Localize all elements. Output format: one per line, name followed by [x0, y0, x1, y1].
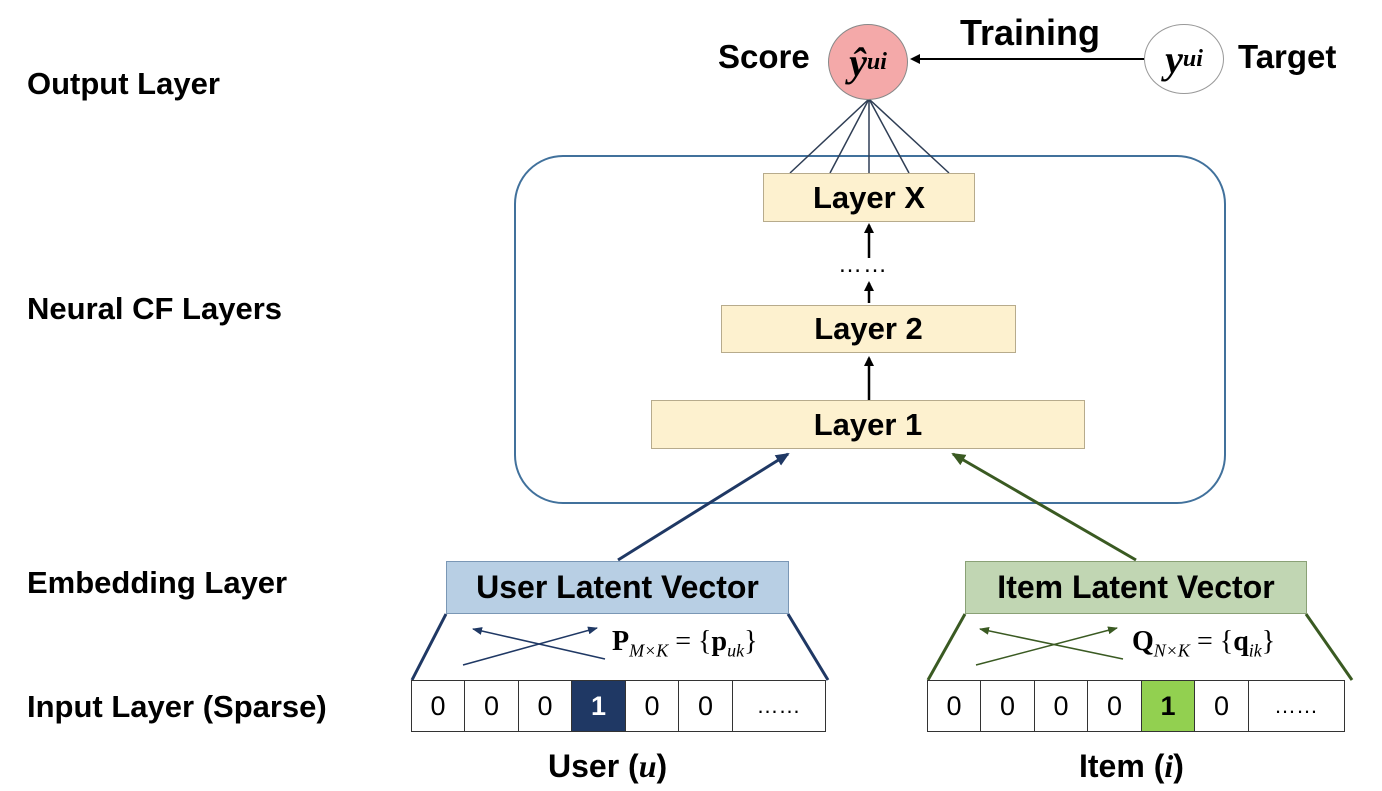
output-fan-lines — [789, 98, 950, 174]
item-input-cell: 0 — [1033, 680, 1089, 732]
embedding-layer-label: Embedding Layer — [27, 565, 288, 600]
layer-1-box: Layer 1 — [651, 400, 1085, 449]
arrow-user-to-layer1 — [617, 452, 790, 562]
user-input-cell: 0 — [517, 680, 573, 732]
score-label: Score — [718, 38, 810, 75]
training-label: Training — [960, 12, 1101, 53]
neural-cf-container — [514, 155, 1226, 504]
user-input-cell: 0 — [464, 680, 519, 732]
item-input-vector: 0 0 0 0 1 0 …… — [926, 680, 1345, 732]
target-label: Target — [1238, 38, 1337, 75]
target-symbol: y — [1165, 36, 1183, 82]
layer-x-box: Layer X — [763, 173, 975, 222]
item-input-cell: 0 — [1087, 680, 1142, 732]
item-input-cell-hot: 1 — [1140, 680, 1196, 732]
layer-2-box: Layer 2 — [721, 305, 1016, 353]
user-caption: User (u) — [548, 748, 668, 784]
score-subscript: ui — [866, 48, 887, 75]
neural-cf-layers-label: Neural CF Layers — [27, 291, 282, 326]
user-latent-vector: User Latent Vector — [446, 561, 789, 614]
user-embedding-cross — [462, 626, 606, 666]
item-input-cell: 0 — [980, 680, 1035, 732]
score-symbol: ŷ — [849, 39, 867, 85]
user-input-cell-ellipsis: …… — [731, 680, 826, 732]
output-layer-label: Output Layer — [27, 66, 220, 101]
item-input-cell-ellipsis: …… — [1247, 680, 1345, 732]
user-embedding-matrix: PM×K = {puk} — [612, 626, 758, 661]
user-input-cell: 0 — [410, 680, 466, 732]
item-caption: Item (i) — [1079, 748, 1184, 784]
user-input-cell: 0 — [678, 680, 733, 732]
item-latent-vector: Item Latent Vector — [965, 561, 1307, 614]
item-input-cell: 0 — [1194, 680, 1249, 732]
user-input-cell-hot: 1 — [571, 680, 626, 732]
arrow-item-to-layer1 — [951, 452, 1137, 562]
item-embedding-matrix: QN×K = {qik} — [1132, 626, 1276, 661]
user-input-vector: 0 0 0 1 0 0 …… — [410, 680, 826, 732]
item-embedding-cross — [975, 626, 1124, 666]
target-subscript: ui — [1182, 45, 1203, 72]
layers-ellipsis: …… — [838, 251, 888, 278]
input-layer-label: Input Layer (Sparse) — [27, 689, 327, 724]
item-input-cell: 0 — [926, 680, 982, 732]
user-input-cell: 0 — [624, 680, 680, 732]
